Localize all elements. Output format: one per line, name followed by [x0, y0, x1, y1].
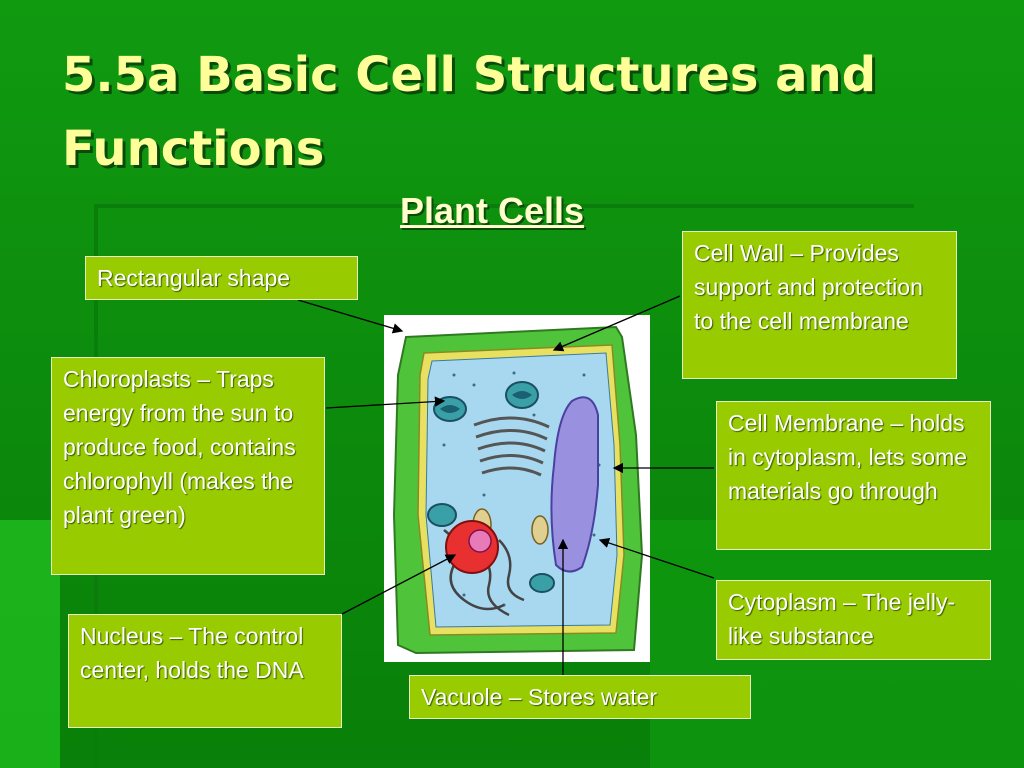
slide-title: 5.5a Basic Cell Structures and Functions	[62, 47, 877, 178]
label-rectangular-shape: Rectangular shape	[85, 256, 358, 300]
label-nucleus: Nucleus – The control center, holds the …	[68, 614, 342, 728]
chloroplast-shapes	[427, 381, 555, 593]
label-vacuole: Vacuole – Stores water	[409, 675, 751, 719]
vacuole-shape	[550, 396, 599, 573]
golgi-shape	[473, 416, 550, 477]
label-chloroplasts: Chloroplasts – Traps energy from the sun…	[51, 357, 325, 575]
nucleus-shape	[445, 520, 499, 574]
slide-subtitle: Plant Cells	[400, 190, 585, 231]
label-cell-wall: Cell Wall – Provides support and protect…	[682, 231, 957, 379]
label-cell-membrane: Cell Membrane – holds in cytoplasm, lets…	[716, 401, 991, 550]
label-cytoplasm: Cytoplasm – The jelly-like substance	[716, 580, 991, 660]
plant-cell-illustration	[384, 315, 650, 662]
